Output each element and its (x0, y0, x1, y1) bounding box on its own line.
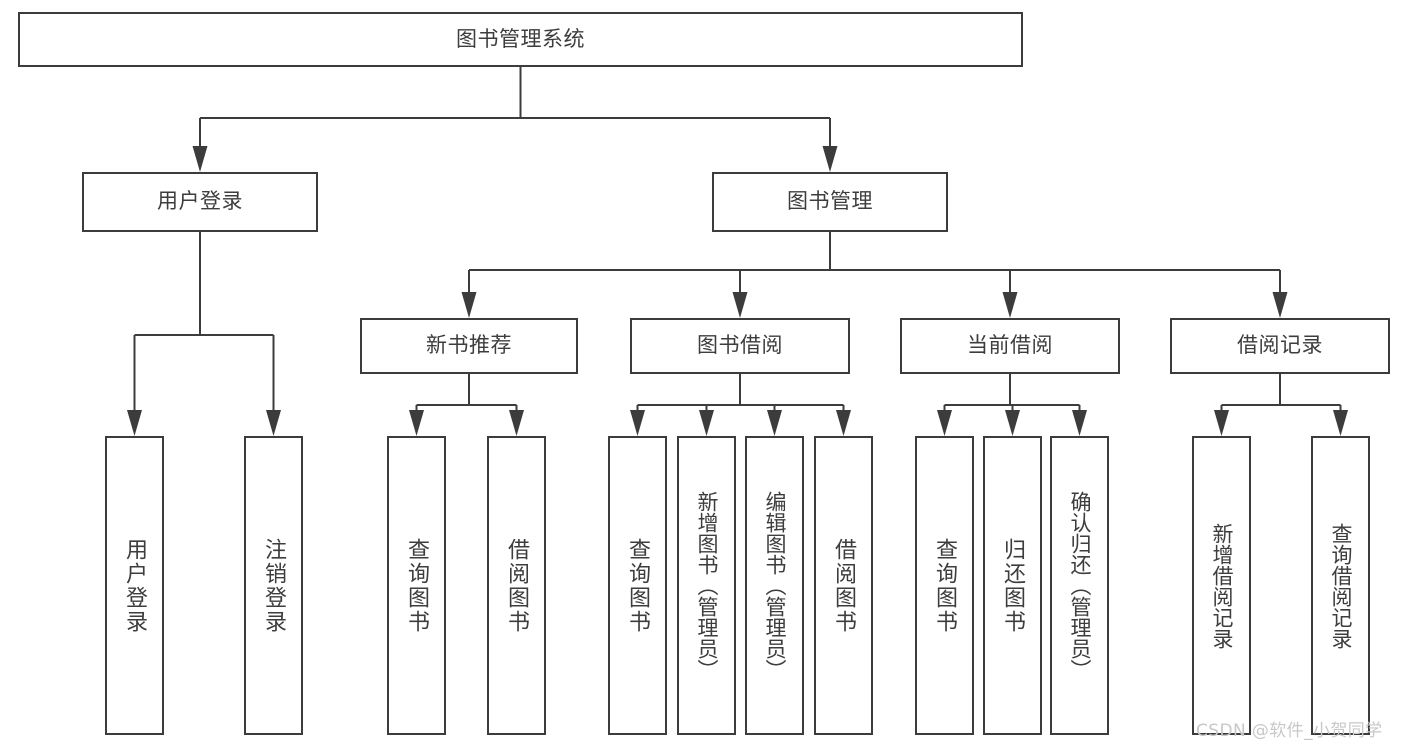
arrowhead-icon (836, 410, 851, 436)
arrowhead-icon (1333, 410, 1348, 436)
arrowhead-icon (937, 410, 952, 436)
node-label: 注销登录 (261, 537, 287, 634)
node-label: 归还图书 (1000, 537, 1026, 634)
node-label: 图书借阅 (697, 333, 783, 358)
arrowhead-icon (630, 410, 645, 436)
arrowhead-icon (266, 410, 281, 436)
node-label: 用户登录 (122, 537, 148, 634)
node-borrow-record[interactable]: 借阅记录 (1170, 318, 1390, 374)
node-book-borrow[interactable]: 图书借阅 (630, 318, 850, 374)
node-label: 图书管理 (787, 189, 873, 214)
node-label: 新增借阅记录 (1210, 522, 1234, 649)
node-label: 查询图书 (932, 537, 958, 634)
node-leaf-cb-return[interactable]: 归还图书 (983, 436, 1042, 735)
arrowhead-icon (1002, 292, 1018, 318)
node-label: 查询图书 (625, 537, 651, 634)
arrowhead-icon (192, 146, 208, 172)
node-label: 新增图书（管理员） (695, 491, 719, 680)
node-label: 借阅图书 (504, 537, 530, 634)
node-current-borrow[interactable]: 当前借阅 (900, 318, 1120, 374)
node-leaf-bb-add[interactable]: 新增图书（管理员） (677, 436, 736, 735)
node-label: 查询借阅记录 (1329, 522, 1353, 649)
arrowhead-icon (409, 410, 424, 436)
node-label: 借阅图书 (831, 537, 857, 634)
arrowhead-icon (732, 292, 748, 318)
node-leaf-nbr-query[interactable]: 查询图书 (387, 436, 446, 735)
arrowhead-icon (127, 410, 142, 436)
node-leaf-br-query[interactable]: 查询借阅记录 (1311, 436, 1370, 735)
arrowhead-icon (461, 292, 477, 318)
arrowhead-icon (1072, 410, 1087, 436)
node-label: 当前借阅 (967, 333, 1053, 358)
node-label: 借阅记录 (1237, 333, 1323, 358)
watermark: CSDN @软件_小贺同学 (1196, 721, 1383, 741)
node-leaf-cb-confirm[interactable]: 确认归还（管理员） (1050, 436, 1109, 735)
node-leaf-user-login[interactable]: 用户登录 (105, 436, 164, 735)
node-user-login[interactable]: 用户登录 (82, 172, 318, 232)
node-label: 编辑图书（管理员） (763, 491, 787, 680)
node-label: 图书管理系统 (456, 26, 585, 51)
node-leaf-nbr-borrow[interactable]: 借阅图书 (487, 436, 546, 735)
arrowhead-icon (509, 410, 524, 436)
node-new-book-rec[interactable]: 新书推荐 (360, 318, 578, 374)
node-leaf-bb-query[interactable]: 查询图书 (608, 436, 667, 735)
node-label: 查询图书 (404, 537, 430, 634)
arrowhead-icon (699, 410, 714, 436)
node-leaf-bb-borrow[interactable]: 借阅图书 (814, 436, 873, 735)
node-root[interactable]: 图书管理系统 (18, 12, 1023, 67)
arrowhead-icon (1272, 292, 1288, 318)
node-label: 确认归还（管理员） (1068, 491, 1092, 680)
node-leaf-bb-edit[interactable]: 编辑图书（管理员） (745, 436, 804, 735)
arrowhead-icon (1214, 410, 1229, 436)
node-label: 新书推荐 (426, 333, 512, 358)
arrowhead-icon (1005, 410, 1020, 436)
arrowhead-icon (767, 410, 782, 436)
node-label: 用户登录 (157, 189, 243, 214)
arrowhead-icon (822, 146, 838, 172)
node-leaf-br-add[interactable]: 新增借阅记录 (1192, 436, 1251, 735)
node-leaf-cb-query[interactable]: 查询图书 (915, 436, 974, 735)
node-leaf-logout[interactable]: 注销登录 (244, 436, 303, 735)
node-book-manage[interactable]: 图书管理 (712, 172, 948, 232)
